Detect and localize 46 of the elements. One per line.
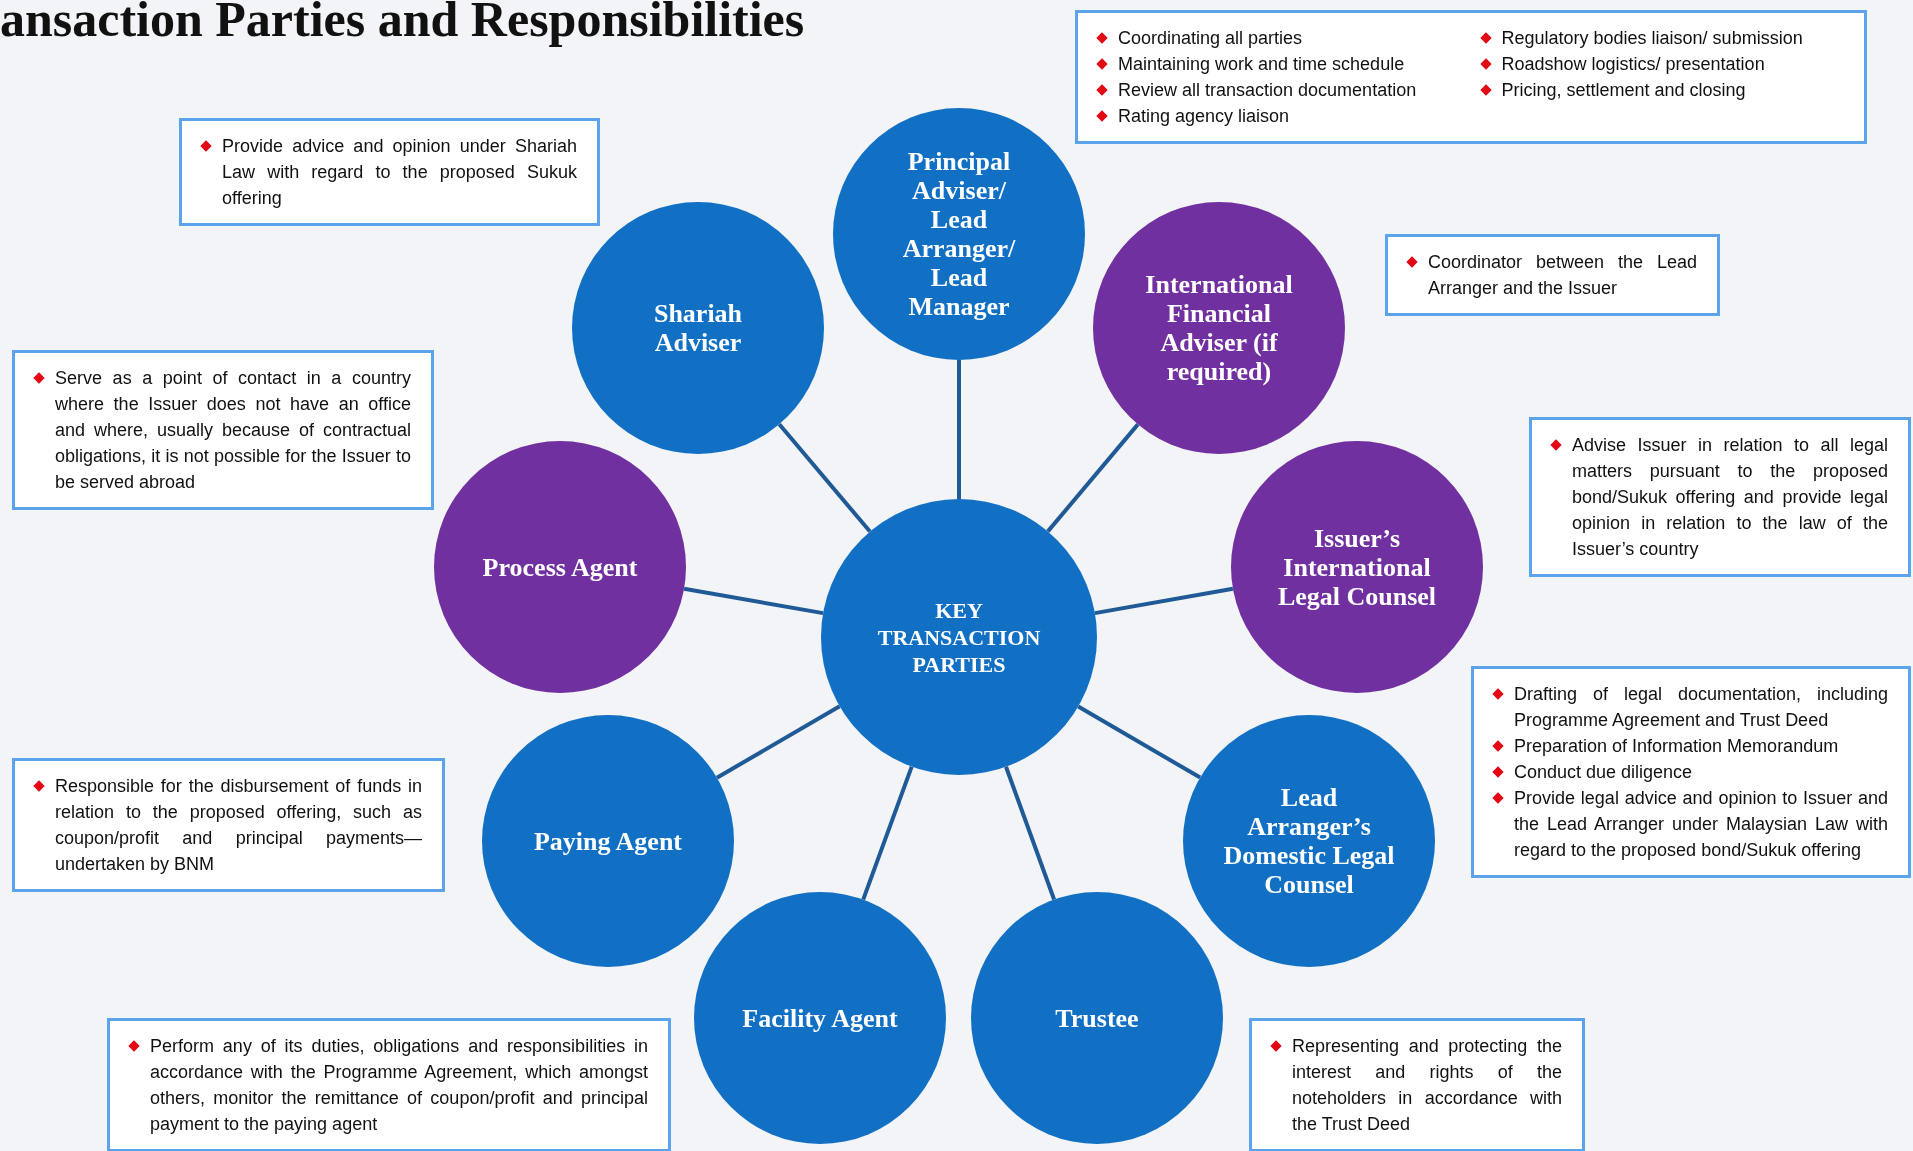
party-name: Facility Agent: [742, 1003, 898, 1033]
party-name: International Financial Adviser (if required): [1144, 270, 1294, 386]
responsibility-text: Responsible for the disbursement of funds in relation to the proposed offering, such as coupon/profit and principal payments—undertaken by BNM: [55, 775, 422, 876]
party-name: Trustee: [1055, 1003, 1139, 1033]
responsibility-text: Advise Issuer in relation to all legal matters pursuant to the proposed bond/Sukuk offering and provide legal opinion in relation to the law of the Issuer’s country: [1572, 434, 1888, 561]
responsibility-text: Perform any of its duties, obligations and responsibilities in accordance with the Programme Agreement, which amongst others, monitor the remittance of coupon/profit and principal payment to the paying agent: [150, 1035, 648, 1136]
responsibility-text: Drafting of legal documentation, including Programme Agreement and Trust Deed: [1514, 683, 1888, 732]
connector-line: [777, 422, 872, 533]
connector-line: [1077, 704, 1202, 780]
connector-line: [715, 704, 841, 780]
connector-line: [1046, 423, 1140, 533]
party-name: Principal Adviser/ Lead Arranger/ Lead Manager: [901, 147, 1017, 321]
party-name: Shariah Adviser: [652, 299, 744, 357]
responsibility-text: Provide advice and opinion under Shariah Law with regard to the proposed Sukuk offering: [222, 135, 577, 210]
responsibility-box: [1471, 666, 1911, 878]
responsibility-text: Provide legal advice and opinion to Issuer and the Lead Arranger under Malaysian Law with regard to the proposed bond/Sukuk offering: [1514, 787, 1888, 862]
party-name: Lead Arranger’s Domestic Legal Counsel: [1222, 783, 1396, 899]
responsibility-box: [179, 118, 600, 226]
connector-line: [1094, 586, 1234, 616]
connector-line: [861, 765, 914, 901]
responsibility-text: Coordinator between the Lead Arranger and the Issuer: [1428, 251, 1697, 300]
connector-line: [1004, 766, 1056, 901]
responsibility-text: Rating agency liaison: [1118, 105, 1290, 128]
responsibility-box: [107, 1018, 671, 1151]
responsibility-box: [1249, 1018, 1585, 1151]
responsibility-text: Preparation of Information Memorandum: [1514, 735, 1839, 758]
connector-line: [683, 586, 824, 616]
responsibility-text: Review all transaction documentation: [1118, 79, 1417, 102]
responsibility-text: Coordinating all parties: [1118, 27, 1303, 50]
responsibility-box: [12, 350, 434, 510]
party-name: Paying Agent: [533, 826, 683, 856]
responsibility-text: Serve as a point of contact in a country where the Issuer does not have an office and where, usually because of contractual obligations, it is not possible for the Issuer to be served abroad: [55, 367, 411, 494]
connector-line: [957, 360, 961, 499]
party-name: Process Agent: [482, 552, 638, 582]
responsibility-text: Maintaining work and time schedule: [1118, 53, 1405, 76]
party-name: KEY TRANSACTION PARTIES: [876, 596, 1042, 678]
responsibility-text: Roadshow logistics/ presentation: [1501, 53, 1765, 76]
responsibility-text: Regulatory bodies liaison/ submission: [1501, 27, 1803, 50]
responsibility-box: [12, 758, 445, 892]
party-name: Issuer’s International Legal Counsel: [1276, 523, 1438, 611]
responsibility-text: Conduct due diligence: [1514, 761, 1693, 784]
responsibility-text: Pricing, settlement and closing: [1501, 79, 1746, 102]
responsibility-box: [1075, 10, 1867, 144]
responsibility-box: [1385, 234, 1720, 316]
responsibility-box: [1529, 417, 1911, 577]
responsibility-text: Representing and protecting the interest and rights of the noteholders in accordance with the Trust Deed: [1292, 1035, 1562, 1136]
